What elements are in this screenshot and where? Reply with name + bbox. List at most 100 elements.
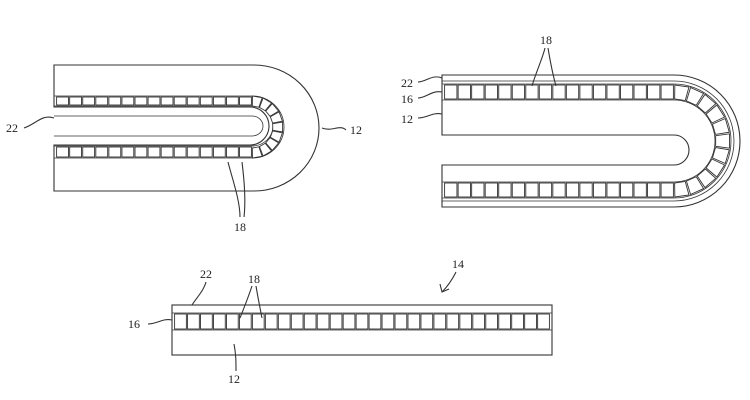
pixel-cell bbox=[538, 84, 553, 100]
pixel-cell bbox=[552, 84, 566, 100]
pixel-cell bbox=[381, 313, 395, 330]
pixel-cell bbox=[69, 96, 82, 106]
left-leader-12 bbox=[321, 127, 347, 131]
left-leader-18a bbox=[227, 161, 241, 218]
pixel-cell bbox=[457, 84, 471, 100]
right-label-pixels: 18 bbox=[540, 33, 552, 47]
pixel-cell bbox=[264, 313, 278, 330]
left-substrate-outline bbox=[53, 64, 320, 192]
pixel-cell bbox=[446, 313, 460, 330]
right-label-substrate: 12 bbox=[401, 112, 413, 126]
flat-pixel-cells bbox=[174, 313, 550, 330]
pixel-cell bbox=[592, 182, 607, 198]
pixel-cell bbox=[95, 146, 109, 158]
pixel-cell bbox=[620, 84, 634, 100]
pixel-cell bbox=[368, 313, 382, 330]
pixel-cell bbox=[258, 97, 273, 112]
pixel-cell bbox=[592, 84, 607, 100]
right-substrate-outline bbox=[441, 74, 741, 208]
pixel-cell bbox=[265, 137, 280, 152]
flat-label-cover: 22 bbox=[200, 267, 212, 281]
pixel-cell bbox=[160, 146, 174, 158]
pixel-cell bbox=[199, 96, 213, 106]
pixel-cell bbox=[606, 182, 620, 198]
pixel-cell bbox=[715, 133, 730, 149]
flat-leader-14 bbox=[441, 271, 457, 293]
pixel-cell bbox=[186, 146, 200, 158]
pixel-cell bbox=[606, 84, 620, 100]
pixel-cell bbox=[696, 168, 717, 189]
pixel-cell bbox=[472, 313, 486, 330]
pixel-cell bbox=[407, 313, 421, 330]
pixel-cell bbox=[444, 182, 458, 198]
pixel-cell bbox=[525, 84, 539, 100]
pixel-cell bbox=[511, 182, 526, 198]
pixel-cell bbox=[108, 96, 122, 106]
pixel-cell bbox=[174, 313, 187, 330]
pixel-cell bbox=[471, 84, 485, 100]
pixel-cell bbox=[173, 146, 187, 158]
flat-arrowhead-14 bbox=[439, 283, 450, 293]
pixel-cell bbox=[212, 146, 226, 158]
pixel-cell bbox=[199, 146, 213, 158]
pixel-cell bbox=[685, 176, 705, 196]
right-leader-12 bbox=[417, 113, 443, 119]
pixel-cell bbox=[633, 182, 647, 198]
pixel-cell bbox=[524, 313, 537, 330]
right-cover-layer bbox=[442, 80, 735, 202]
pixel-cell bbox=[173, 96, 187, 106]
pixel-cell bbox=[213, 313, 226, 330]
pixel-cell bbox=[444, 84, 458, 100]
pixel-cell bbox=[711, 117, 730, 135]
pixel-cell bbox=[187, 313, 200, 330]
pixel-cell bbox=[647, 182, 661, 198]
pixel-cell bbox=[251, 146, 263, 159]
pixel-cell bbox=[316, 313, 330, 330]
pixel-cell bbox=[660, 84, 674, 100]
pixel-cell bbox=[705, 104, 726, 124]
pixel-cell bbox=[457, 182, 471, 198]
left-folded-display: 22 12 18 bbox=[6, 64, 362, 234]
pixel-cell bbox=[633, 84, 647, 100]
pixel-cell bbox=[69, 146, 82, 158]
pixel-cell bbox=[511, 313, 524, 330]
pixel-cell bbox=[272, 121, 284, 133]
right-folded-display: 18 22 16 12 bbox=[401, 33, 741, 208]
pixel-cell bbox=[200, 313, 213, 330]
pixel-cell bbox=[620, 182, 634, 198]
right-leader-18a bbox=[531, 47, 546, 87]
pixel-cell bbox=[82, 96, 96, 106]
pixel-cell bbox=[498, 182, 512, 198]
pixel-cell bbox=[459, 313, 473, 330]
pixel-cell bbox=[552, 182, 566, 198]
right-leader-18b bbox=[547, 47, 557, 87]
flat-display: 14 22 18 16 12 bbox=[128, 257, 553, 386]
pixel-cell bbox=[674, 84, 690, 102]
pixel-cell bbox=[265, 102, 280, 117]
pixel-cell bbox=[538, 182, 553, 198]
pixel-cell bbox=[147, 146, 161, 158]
pixel-cell bbox=[290, 313, 304, 330]
flat-leader-16 bbox=[147, 319, 173, 325]
pixel-cell bbox=[525, 182, 539, 198]
pixel-cell bbox=[121, 96, 135, 106]
pixel-cell bbox=[484, 182, 498, 198]
pixel-cell bbox=[238, 313, 252, 330]
right-pixel-band-outer bbox=[442, 83, 732, 199]
pixel-cell bbox=[186, 96, 200, 106]
pixel-cell bbox=[147, 96, 161, 106]
pixel-cell bbox=[394, 313, 408, 330]
pixel-cell bbox=[239, 96, 252, 106]
pixel-cell bbox=[485, 313, 498, 330]
flat-leader-12 bbox=[233, 343, 237, 372]
pixel-cell bbox=[711, 147, 730, 165]
flat-leader-18a bbox=[239, 285, 253, 319]
pixel-cell bbox=[674, 180, 690, 198]
pixel-cell bbox=[226, 146, 239, 158]
pixel-cell bbox=[579, 182, 593, 198]
pixel-cell bbox=[342, 313, 356, 330]
left-cover-layer bbox=[54, 115, 264, 137]
pixel-cell bbox=[269, 130, 284, 143]
pixel-cell bbox=[498, 313, 511, 330]
pixel-cell bbox=[56, 96, 69, 106]
